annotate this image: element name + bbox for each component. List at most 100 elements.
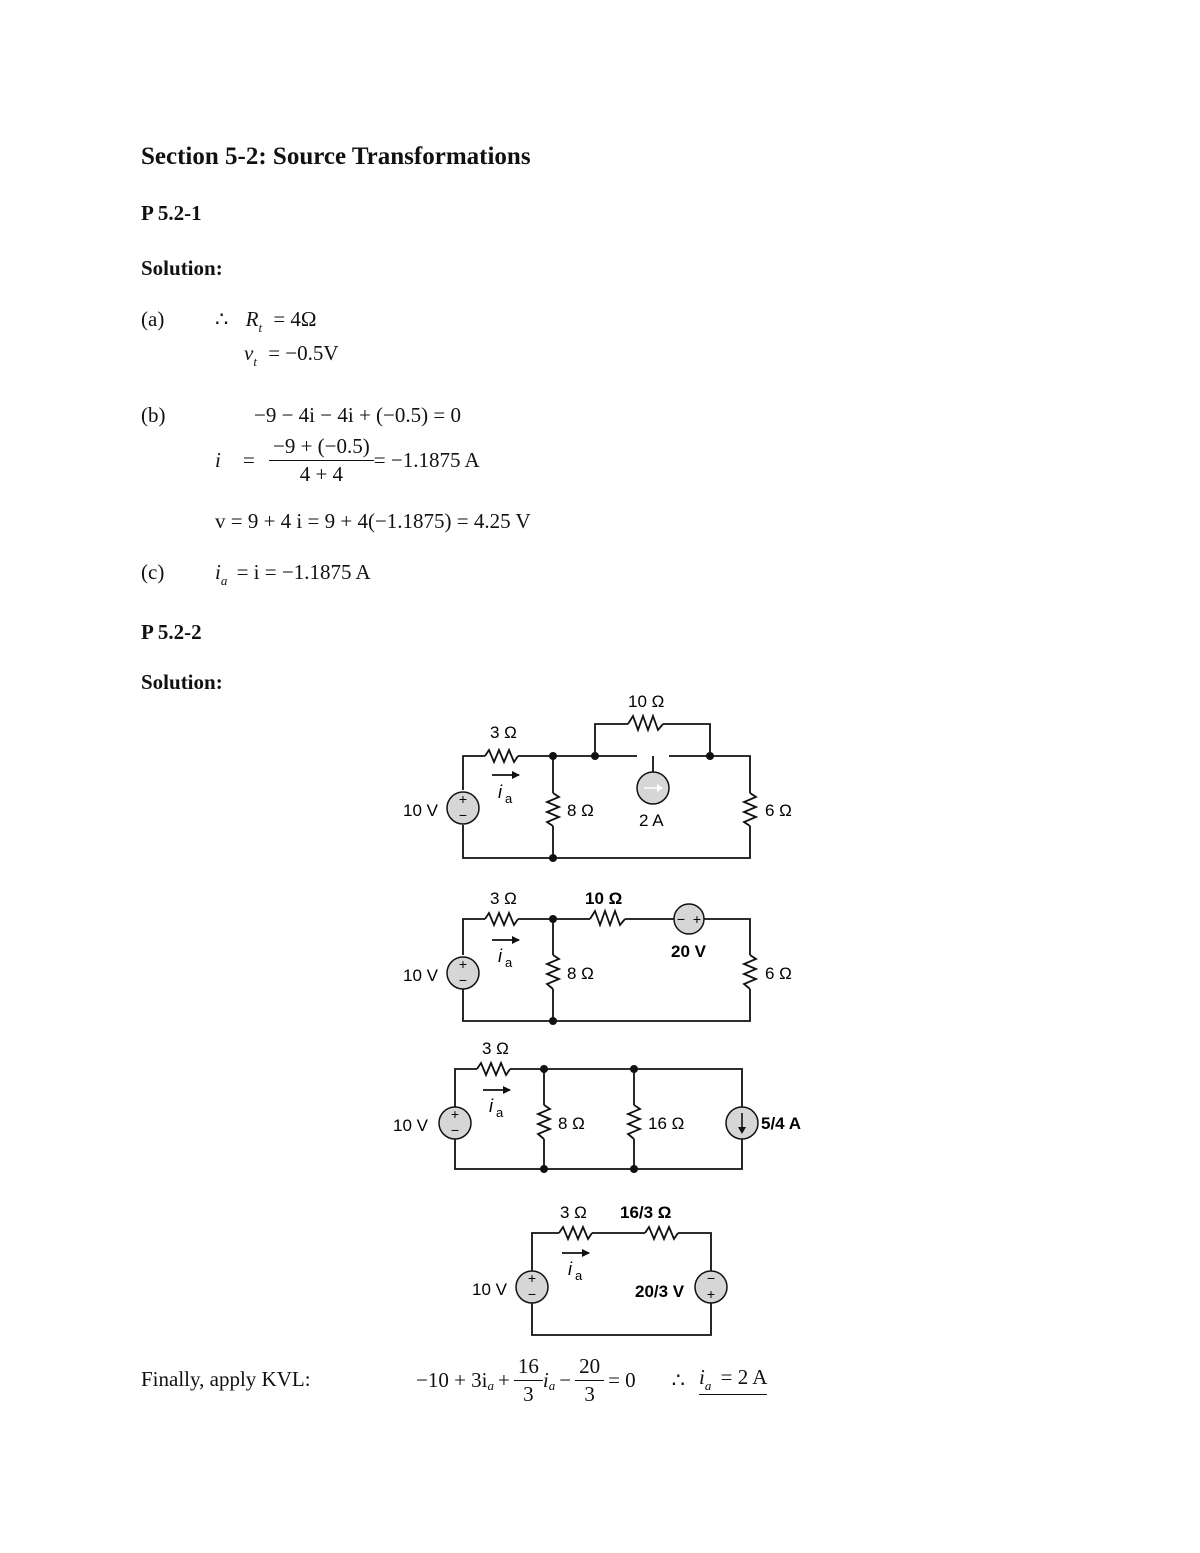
minus-sign: − (459, 972, 467, 988)
voltage-source-icon (446, 791, 480, 825)
label-ia-sub: a (505, 955, 513, 970)
voltage-source-icon (515, 1270, 549, 1304)
label-2a: 2 A (639, 811, 664, 830)
final-kvl-text: Finally, apply KVL: (141, 1367, 311, 1391)
label-ia-sub: a (496, 1105, 504, 1120)
part-c-label: (c) (141, 560, 165, 584)
label-8ohm: 8 Ω (567, 964, 594, 983)
var-i: i (699, 1365, 705, 1389)
sub-t: t (258, 320, 263, 335)
fraction-numerator: 20 (575, 1355, 605, 1381)
voltage-source-icon (438, 1106, 472, 1140)
plus-sign: + (528, 1270, 536, 1286)
var-r: R (245, 307, 259, 331)
circuit-4-diagram: + − − + 10 V 3 Ω 16/3 Ω 20/3 V i a (472, 1203, 728, 1336)
node-dot (591, 752, 599, 760)
circuit-2-diagram: − + + − 10 V 3 Ω 10 Ω 20 V i a 8 Ω 6 Ω (403, 889, 792, 1025)
current-arrow-icon (503, 1086, 511, 1094)
eq-start: −10 + 3i (416, 1367, 488, 1392)
part-c-rhs: = i = −1.1875 A (236, 560, 371, 584)
i-result: = −1.1875 A (373, 448, 480, 472)
label-6ohm: 6 Ω (765, 801, 792, 820)
sub-a: a (704, 1378, 712, 1393)
section-title: Section 5-2: Source Transformations (141, 143, 531, 170)
label-ia: i (498, 946, 503, 966)
part-a-line1: ∴ Rt = 4Ω (215, 307, 317, 335)
eq-minus: − (559, 1367, 572, 1392)
eq-end: = 0 (608, 1367, 636, 1392)
label-10ohm: 10 Ω (628, 692, 664, 711)
voltage-source-20-3v-icon (694, 1270, 728, 1304)
label-5-4a: 5/4 A (761, 1114, 801, 1133)
answer-value: = 2 A (720, 1365, 768, 1389)
resistor-10ohm (589, 908, 626, 928)
fraction-20-3: 20 3 (575, 1355, 605, 1406)
minus-sign: − (451, 1122, 459, 1138)
var-i: i (542, 1367, 549, 1392)
resistor-8ohm (544, 954, 562, 990)
label-20v: 20 V (671, 942, 707, 961)
node-dot (630, 1065, 638, 1073)
label-6ohm: 6 Ω (765, 964, 792, 983)
sub-a: a (220, 573, 228, 588)
problem-heading-p5-2-1: P 5.2-1 (141, 201, 202, 225)
label-16-3ohm: 16/3 Ω (620, 1203, 671, 1222)
solution-label-1: Solution: (141, 256, 223, 280)
var-v: v (244, 341, 254, 365)
resistor-16-3ohm (644, 1224, 679, 1242)
part-b-i-equation: i = −9 + (−0.5) 4 + 4 = −1.1875 A (215, 436, 480, 485)
label-3ohm: 3 Ω (482, 1039, 509, 1058)
node-dot (549, 854, 557, 862)
label-10v: 10 V (403, 966, 439, 985)
node-dot (549, 1017, 557, 1025)
solution-label-2: Solution: (141, 670, 223, 694)
resistor-3ohm (476, 1060, 511, 1078)
final-answer: ia = 2 A (699, 1365, 768, 1395)
sub-a: a (548, 1378, 556, 1393)
resistor-10ohm (627, 713, 664, 733)
resistor-6ohm (741, 954, 759, 990)
fraction-numerator: 16 (513, 1355, 543, 1381)
node-dot (549, 915, 557, 923)
current-source-arrow-icon (657, 784, 663, 792)
minus-sign: − (707, 1270, 715, 1286)
label-ia-sub: a (575, 1268, 583, 1283)
label-8ohm: 8 Ω (567, 801, 594, 820)
node-dot (706, 752, 714, 760)
voltage-source-icon (446, 956, 480, 990)
minus-sign: − (459, 807, 467, 823)
label-8ohm: 8 Ω (558, 1114, 585, 1133)
node-dot (549, 752, 557, 760)
part-b-label: (b) (141, 403, 166, 427)
plus-sign: + (693, 911, 701, 927)
label-10ohm: 10 Ω (585, 889, 622, 908)
node-dot (540, 1065, 548, 1073)
i-fraction-denominator: 4 + 4 (299, 462, 344, 486)
label-ia: i (489, 1096, 494, 1116)
resistor-3ohm (484, 747, 519, 765)
i-fraction-numerator: −9 + (−0.5) (269, 436, 374, 461)
part-b-kvl: −9 − 4i − 4i + (−0.5) = 0 (254, 403, 461, 427)
resistor-8ohm (544, 792, 562, 827)
resistor-8ohm (535, 1104, 553, 1140)
node-dot (540, 1165, 548, 1173)
label-20-3v: 20/3 V (635, 1282, 685, 1301)
current-arrow-icon (512, 771, 520, 779)
sub-a: a (487, 1378, 495, 1393)
plus-sign: + (459, 791, 467, 807)
r-value: = 4Ω (273, 307, 317, 331)
voltage-source-20v-icon (673, 903, 705, 935)
current-arrow-icon (582, 1249, 590, 1257)
resistor-3ohm (558, 1224, 593, 1242)
problem-heading-p5-2-2: P 5.2-2 (141, 620, 202, 644)
minus-sign: − (528, 1286, 536, 1302)
part-b-v-line: v = 9 + 4 i = 9 + 4(−1.1875) = 4.25 V (215, 509, 531, 533)
label-10v: 10 V (403, 801, 439, 820)
fraction-denominator: 3 (584, 1381, 595, 1406)
label-3ohm: 3 Ω (490, 723, 517, 742)
label-3ohm: 3 Ω (560, 1203, 587, 1222)
circuit-1-diagram: + − 10 V 3 Ω 10 Ω i a 8 Ω 2 A 6 Ω (403, 692, 792, 862)
equals: = (243, 448, 255, 472)
part-a-label: (a) (141, 307, 165, 331)
